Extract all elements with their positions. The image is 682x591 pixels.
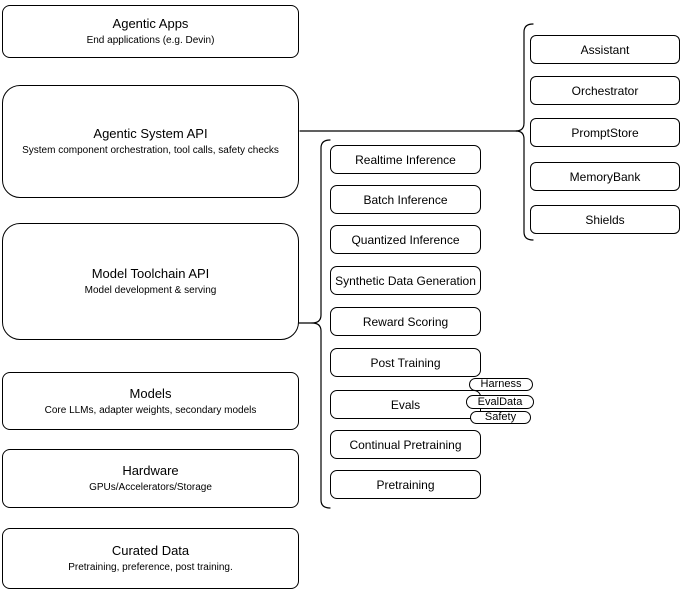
node-quantized-inference: Quantized Inference [330,225,481,254]
node-continual-pretraining: Continual Pretraining [330,430,481,459]
node-pretraining: Pretraining [330,470,481,499]
node-synthetic-data-generation: Synthetic Data Generation [330,266,481,295]
brace-toolchain-items [311,139,331,509]
node-models: Models Core LLMs, adapter weights, secon… [2,372,299,430]
node-title: Hardware [122,463,179,478]
pill-evaldata: EvalData [466,395,534,409]
node-subtitle: Core LLMs, adapter weights, secondary mo… [44,404,257,416]
node-title: Agentic System API [93,126,208,141]
pill-harness: Harness [469,378,533,391]
node-reward-scoring: Reward Scoring [330,307,481,336]
node-post-training: Post Training [330,348,481,377]
node-orchestrator: Orchestrator [530,76,680,105]
node-shields: Shields [530,205,680,234]
node-title: Agentic Apps [112,16,189,31]
node-subtitle: Pretraining, preference, post training. [68,562,233,573]
node-title: Model Toolchain API [91,266,210,281]
node-title: Curated Data [111,543,190,558]
node-agentic-apps: Agentic Apps End applications (e.g. Devi… [2,5,299,58]
node-memorybank: MemoryBank [530,162,680,191]
node-batch-inference: Batch Inference [330,185,481,214]
node-curated-data: Curated Data Pretraining, preference, po… [2,528,299,589]
pill-safety: Safety [470,411,531,424]
node-hardware: Hardware GPUs/Accelerators/Storage [2,449,299,508]
node-title: Models [129,385,172,401]
brace-system-components [515,23,534,241]
node-agentic-system-api: Agentic System API System component orch… [2,85,299,198]
node-subtitle: Model development & serving [84,285,217,296]
node-evals: Evals [330,390,481,419]
node-subtitle: System component orchestration, tool cal… [22,145,279,156]
node-assistant: Assistant [530,35,680,64]
node-subtitle: End applications (e.g. Devin) [86,35,215,46]
node-model-toolchain-api: Model Toolchain API Model development & … [2,223,299,340]
node-subtitle: GPUs/Accelerators/Storage [89,482,212,493]
node-promptstore: PromptStore [530,118,680,147]
node-realtime-inference: Realtime Inference [330,145,481,174]
